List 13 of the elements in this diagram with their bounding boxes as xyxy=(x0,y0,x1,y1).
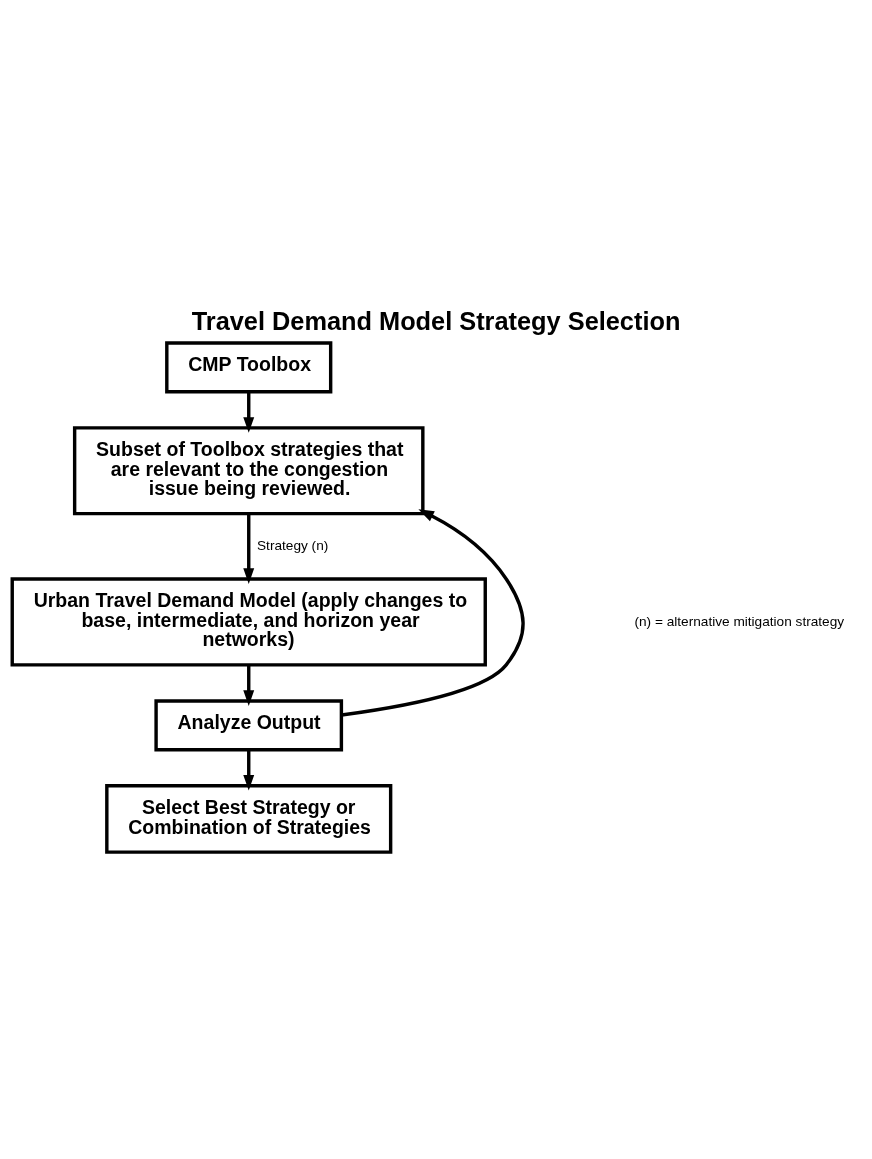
node-box: Urban Travel Demand Model (apply changes to base, intermediate, and horizon year networks) xyxy=(10,577,487,667)
arrow xyxy=(341,509,525,717)
node-box: Select Best Strategy or Combination of Strategies xyxy=(105,784,393,854)
diagram-title: Travel Demand Model Strategy Selection xyxy=(191,307,681,336)
arrow xyxy=(243,665,255,706)
node-box: CMP Toolbox xyxy=(165,341,333,394)
arrow xyxy=(243,749,255,791)
node-box: Analyze Output xyxy=(154,699,344,752)
arrow xyxy=(243,513,255,584)
label: (n) = alternative mitigation strategy xyxy=(634,613,845,629)
arrow xyxy=(243,391,255,433)
edge-label: Strategy (n) xyxy=(257,538,329,554)
node-box: Subset of Toolbox strategies that are relevant to the congestion issue being reviewed. xyxy=(72,426,425,516)
